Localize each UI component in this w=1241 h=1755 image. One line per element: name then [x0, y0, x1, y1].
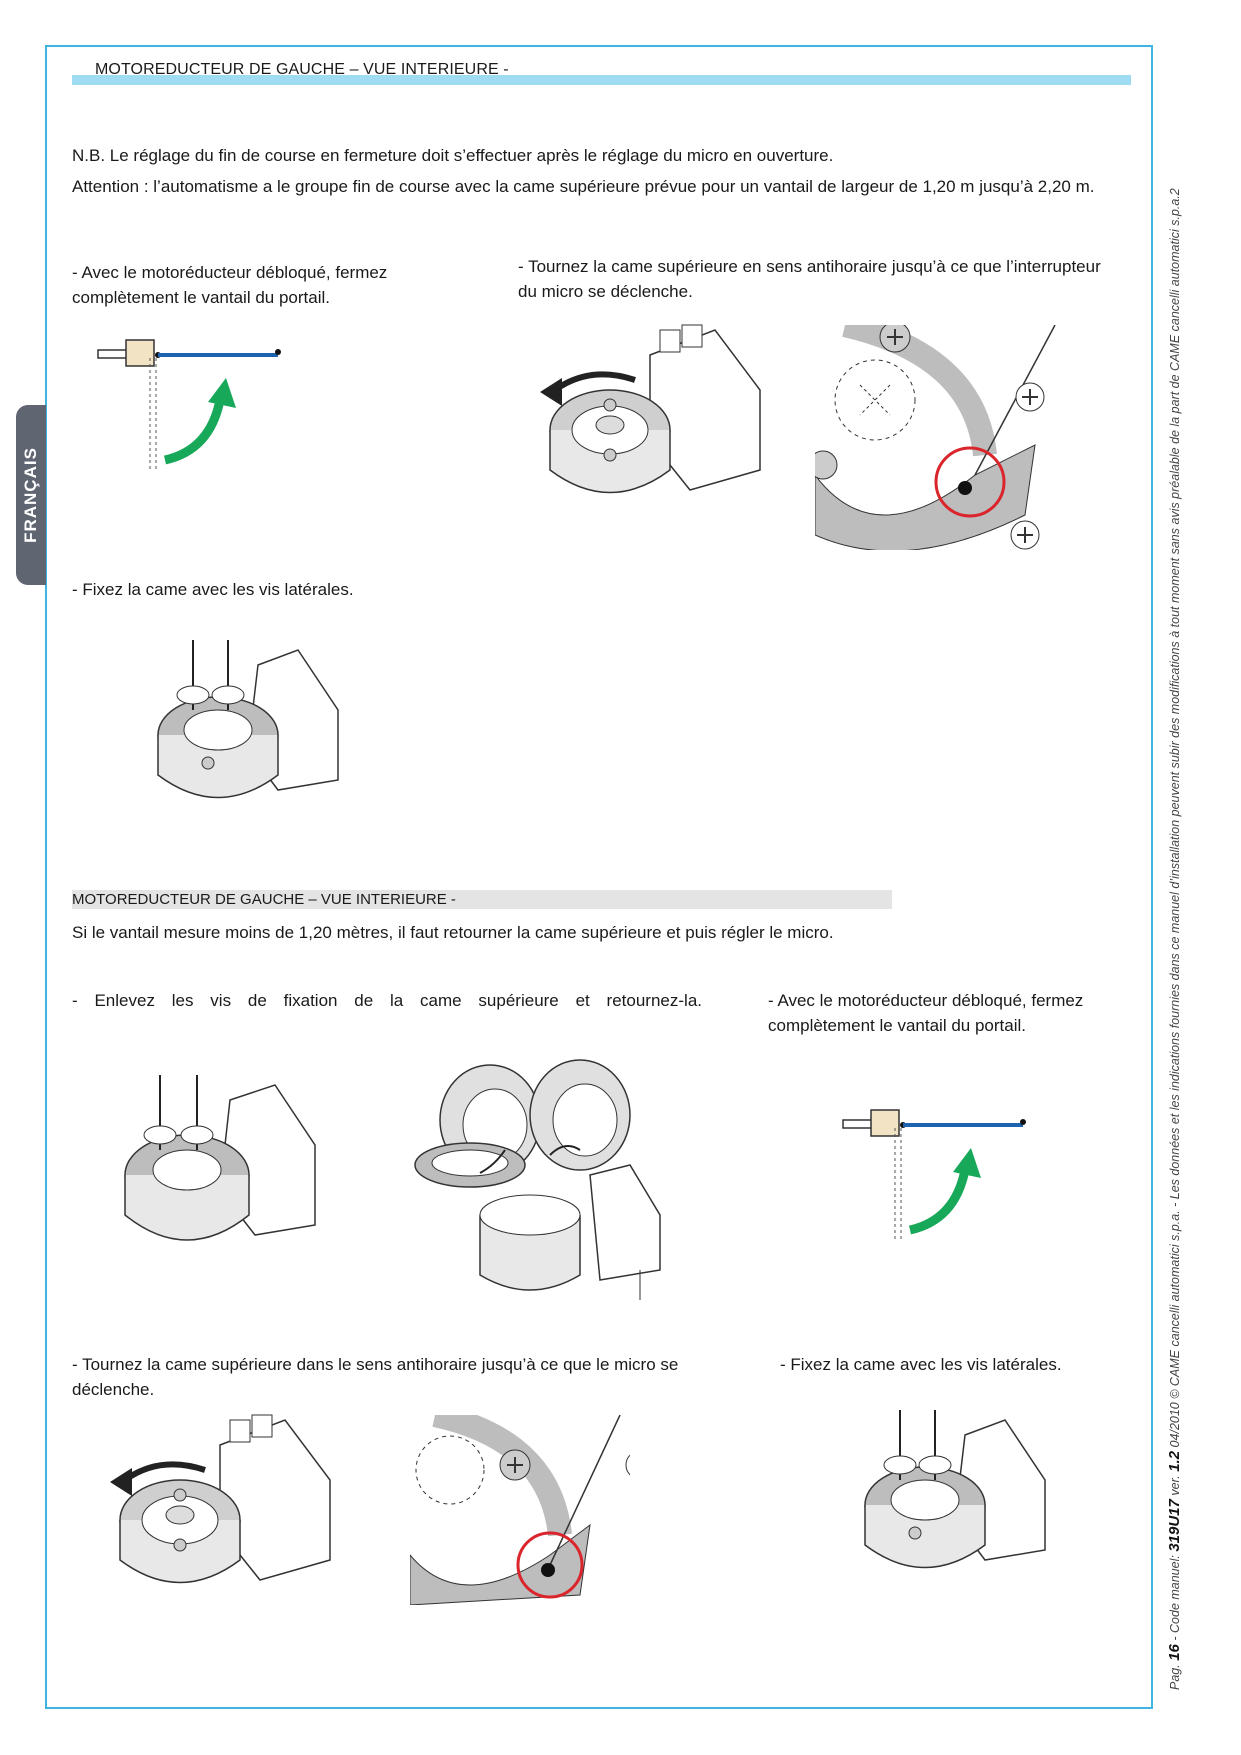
footer-rest: 04/2010 © CAME cancelli automatici s.p.a… [1168, 188, 1182, 1448]
cam-rotation-illustration [540, 324, 761, 494]
page-frame [45, 45, 1153, 1709]
note-attention: Attention : l’automatisme a le groupe fi… [72, 177, 1095, 196]
gate-closing-diagram [97, 339, 281, 470]
micro-switch-detail-2 [410, 1415, 630, 1605]
cam-flip-illustration [414, 1059, 661, 1300]
step-turn-text-2-2: déclenche. [72, 1380, 155, 1399]
step-close-text-1: - Avec le motoréducteur débloqué, fermez [72, 263, 388, 282]
step-close-text-2: complètement le vantail du portail. [72, 288, 330, 307]
gate-closing-diagram-2 [842, 1109, 1026, 1240]
header-bar [72, 75, 1131, 85]
cam-rotation-illustration-2 [110, 1414, 331, 1584]
step-remove-text: - Enlevez les vis de fixation de la came… [72, 991, 702, 1010]
micro-switch-detail [815, 325, 1056, 550]
section-heading-2: MOTOREDUCTEUR DE GAUCHE – VUE INTERIEURE… [72, 891, 456, 908]
step-fix-text: - Fixez la came avec les vis latérales. [72, 580, 354, 599]
cam-screw-fixing-illustration [157, 640, 339, 799]
section-heading: MOTOREDUCTEUR DE GAUCHE – VUE INTERIEURE… [95, 61, 509, 78]
footer-legal-text: Pag. 16 - Code manuel: 319U17 ver. 1.2 0… [1162, 188, 1188, 1690]
footer-code-label: - Code manuel: [1168, 1555, 1182, 1641]
screw-removal-illustration [124, 1075, 316, 1241]
step-fix-text-2: - Fixez la came avec les vis latérales. [780, 1355, 1062, 1374]
section-bar [72, 890, 892, 909]
step-close-text-2-1: - Avec le motoréducteur débloqué, fermez [768, 991, 1084, 1010]
language-tab-label: FRANÇAIS [21, 447, 40, 543]
step-turn-text-2: du micro se déclenche. [518, 282, 693, 301]
cam-screw-fixing-illustration-2 [864, 1410, 1046, 1569]
step-turn-text-1: - Tournez la came supérieure en sens ant… [518, 257, 1101, 276]
step-turn-text-2-1: - Tournez la came supérieure dans le sen… [72, 1355, 679, 1374]
page-number: 16 [1166, 1644, 1183, 1661]
footer-ver-label: ver. [1168, 1475, 1182, 1496]
step-close-text-2-2: complètement le vantail du portail. [768, 1016, 1026, 1035]
manual-code: 319U17 [1166, 1499, 1183, 1552]
section-2-intro: Si le vantail mesure moins de 1,20 mètre… [72, 923, 834, 942]
footer-pag-label: Pag. [1168, 1664, 1182, 1690]
language-tab: FRANÇAIS [16, 405, 46, 585]
note-nb: N.B. Le réglage du fin de course en ferm… [72, 146, 834, 165]
manual-version: 1.2 [1166, 1450, 1183, 1472]
